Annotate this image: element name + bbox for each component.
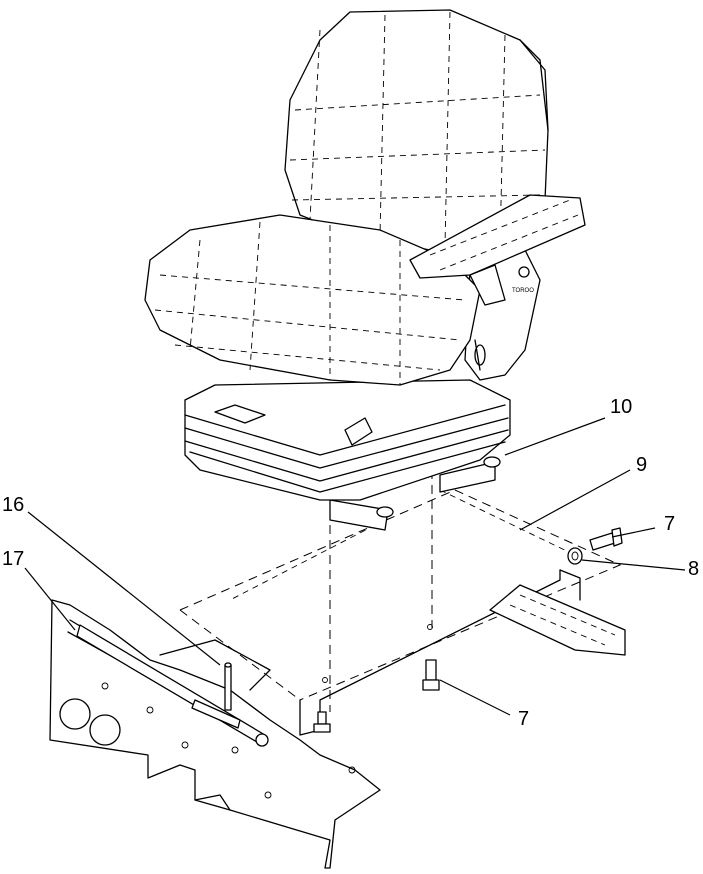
callout-16: 16 [2, 494, 24, 516]
callout-9: 9 [636, 454, 647, 476]
latch-rod [76, 624, 269, 747]
callout-7-bottom: 7 [518, 708, 529, 730]
callout-leaders [24, 417, 686, 716]
seat-mounting-plate [159, 489, 626, 736]
callout-17: 17 [2, 548, 24, 570]
seat-cushion [144, 214, 481, 386]
nut-side [567, 547, 583, 565]
seat-logo-text: TOROO [512, 288, 534, 294]
alignment-lines [229, 470, 576, 712]
bolt-lower-left [313, 711, 331, 733]
seat-logo: TOROO [512, 266, 534, 294]
callout-8: 8 [688, 558, 699, 580]
seat-suspension-base [184, 379, 511, 531]
armrest [409, 194, 586, 306]
bolt-side [589, 527, 623, 551]
callout-10: 10 [610, 396, 632, 418]
callout-7-top: 7 [664, 513, 675, 535]
bolt-lower-right [422, 659, 440, 691]
